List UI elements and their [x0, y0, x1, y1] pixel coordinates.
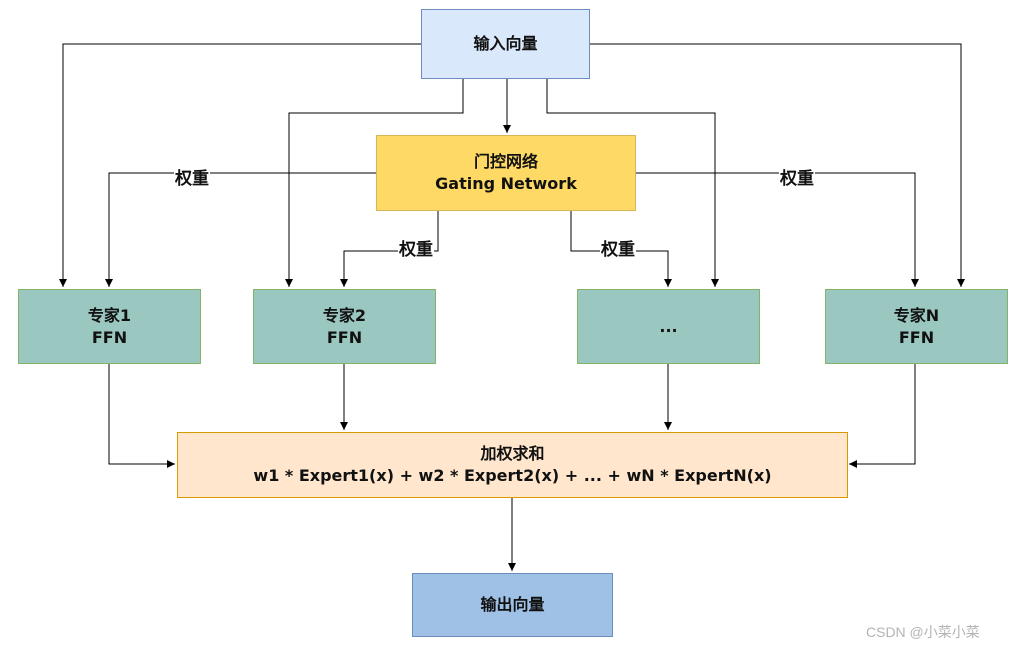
gating-network-label-zh: 门控网络 — [473, 152, 538, 171]
edge-expertN-sum — [849, 364, 916, 468]
output-vector-node: 输出向量 — [412, 573, 613, 637]
watermark: CSDN @小菜小菜 — [866, 624, 980, 640]
input-vector-label: 输入向量 — [473, 34, 538, 53]
expertN-label: 专家N — [893, 305, 940, 325]
expertN-sublabel: FFN — [898, 327, 935, 347]
expert1-label: 专家1 — [87, 305, 132, 325]
expert-ellipsis-node: ... — [577, 289, 760, 364]
expert2-node: 专家2 FFN — [253, 289, 436, 364]
edge-input-expert2 — [285, 79, 464, 287]
weighted-sum-label: 加权求和 — [480, 444, 545, 463]
expert-ellipsis-label: ... — [659, 316, 678, 336]
expert2-label: 专家2 — [322, 305, 367, 325]
weight-label-left: 权重 — [174, 169, 210, 189]
weighted-sum-formula: w1 * Expert1(x) + w2 * Expert2(x) + ... … — [253, 466, 772, 485]
gating-network-label-en: Gating Network — [435, 174, 577, 193]
edge-input-dots — [546, 79, 719, 287]
expert2-sublabel: FFN — [326, 327, 363, 347]
edge-input-expert1 — [59, 43, 421, 287]
edge-gating-expert2 — [340, 211, 439, 287]
weight-label-mid-left: 权重 — [398, 240, 434, 260]
weight-label-right: 权重 — [779, 169, 815, 189]
gating-network-node: 门控网络 Gating Network — [376, 135, 636, 211]
expert1-node: 专家1 FFN — [18, 289, 201, 364]
input-vector-node: 输入向量 — [421, 9, 590, 79]
edge-gating-expert1 — [105, 172, 376, 287]
weight-label-mid-right: 权重 — [600, 240, 636, 260]
edge-expert1-sum — [108, 364, 175, 468]
edge-input-expertN — [590, 43, 965, 287]
output-vector-label: 输出向量 — [480, 595, 545, 614]
weighted-sum-node: 加权求和 w1 * Expert1(x) + w2 * Expert2(x) +… — [177, 432, 848, 498]
expertN-node: 专家N FFN — [825, 289, 1008, 364]
expert1-sublabel: FFN — [91, 327, 128, 347]
edge-gating-expertN — [636, 172, 919, 287]
